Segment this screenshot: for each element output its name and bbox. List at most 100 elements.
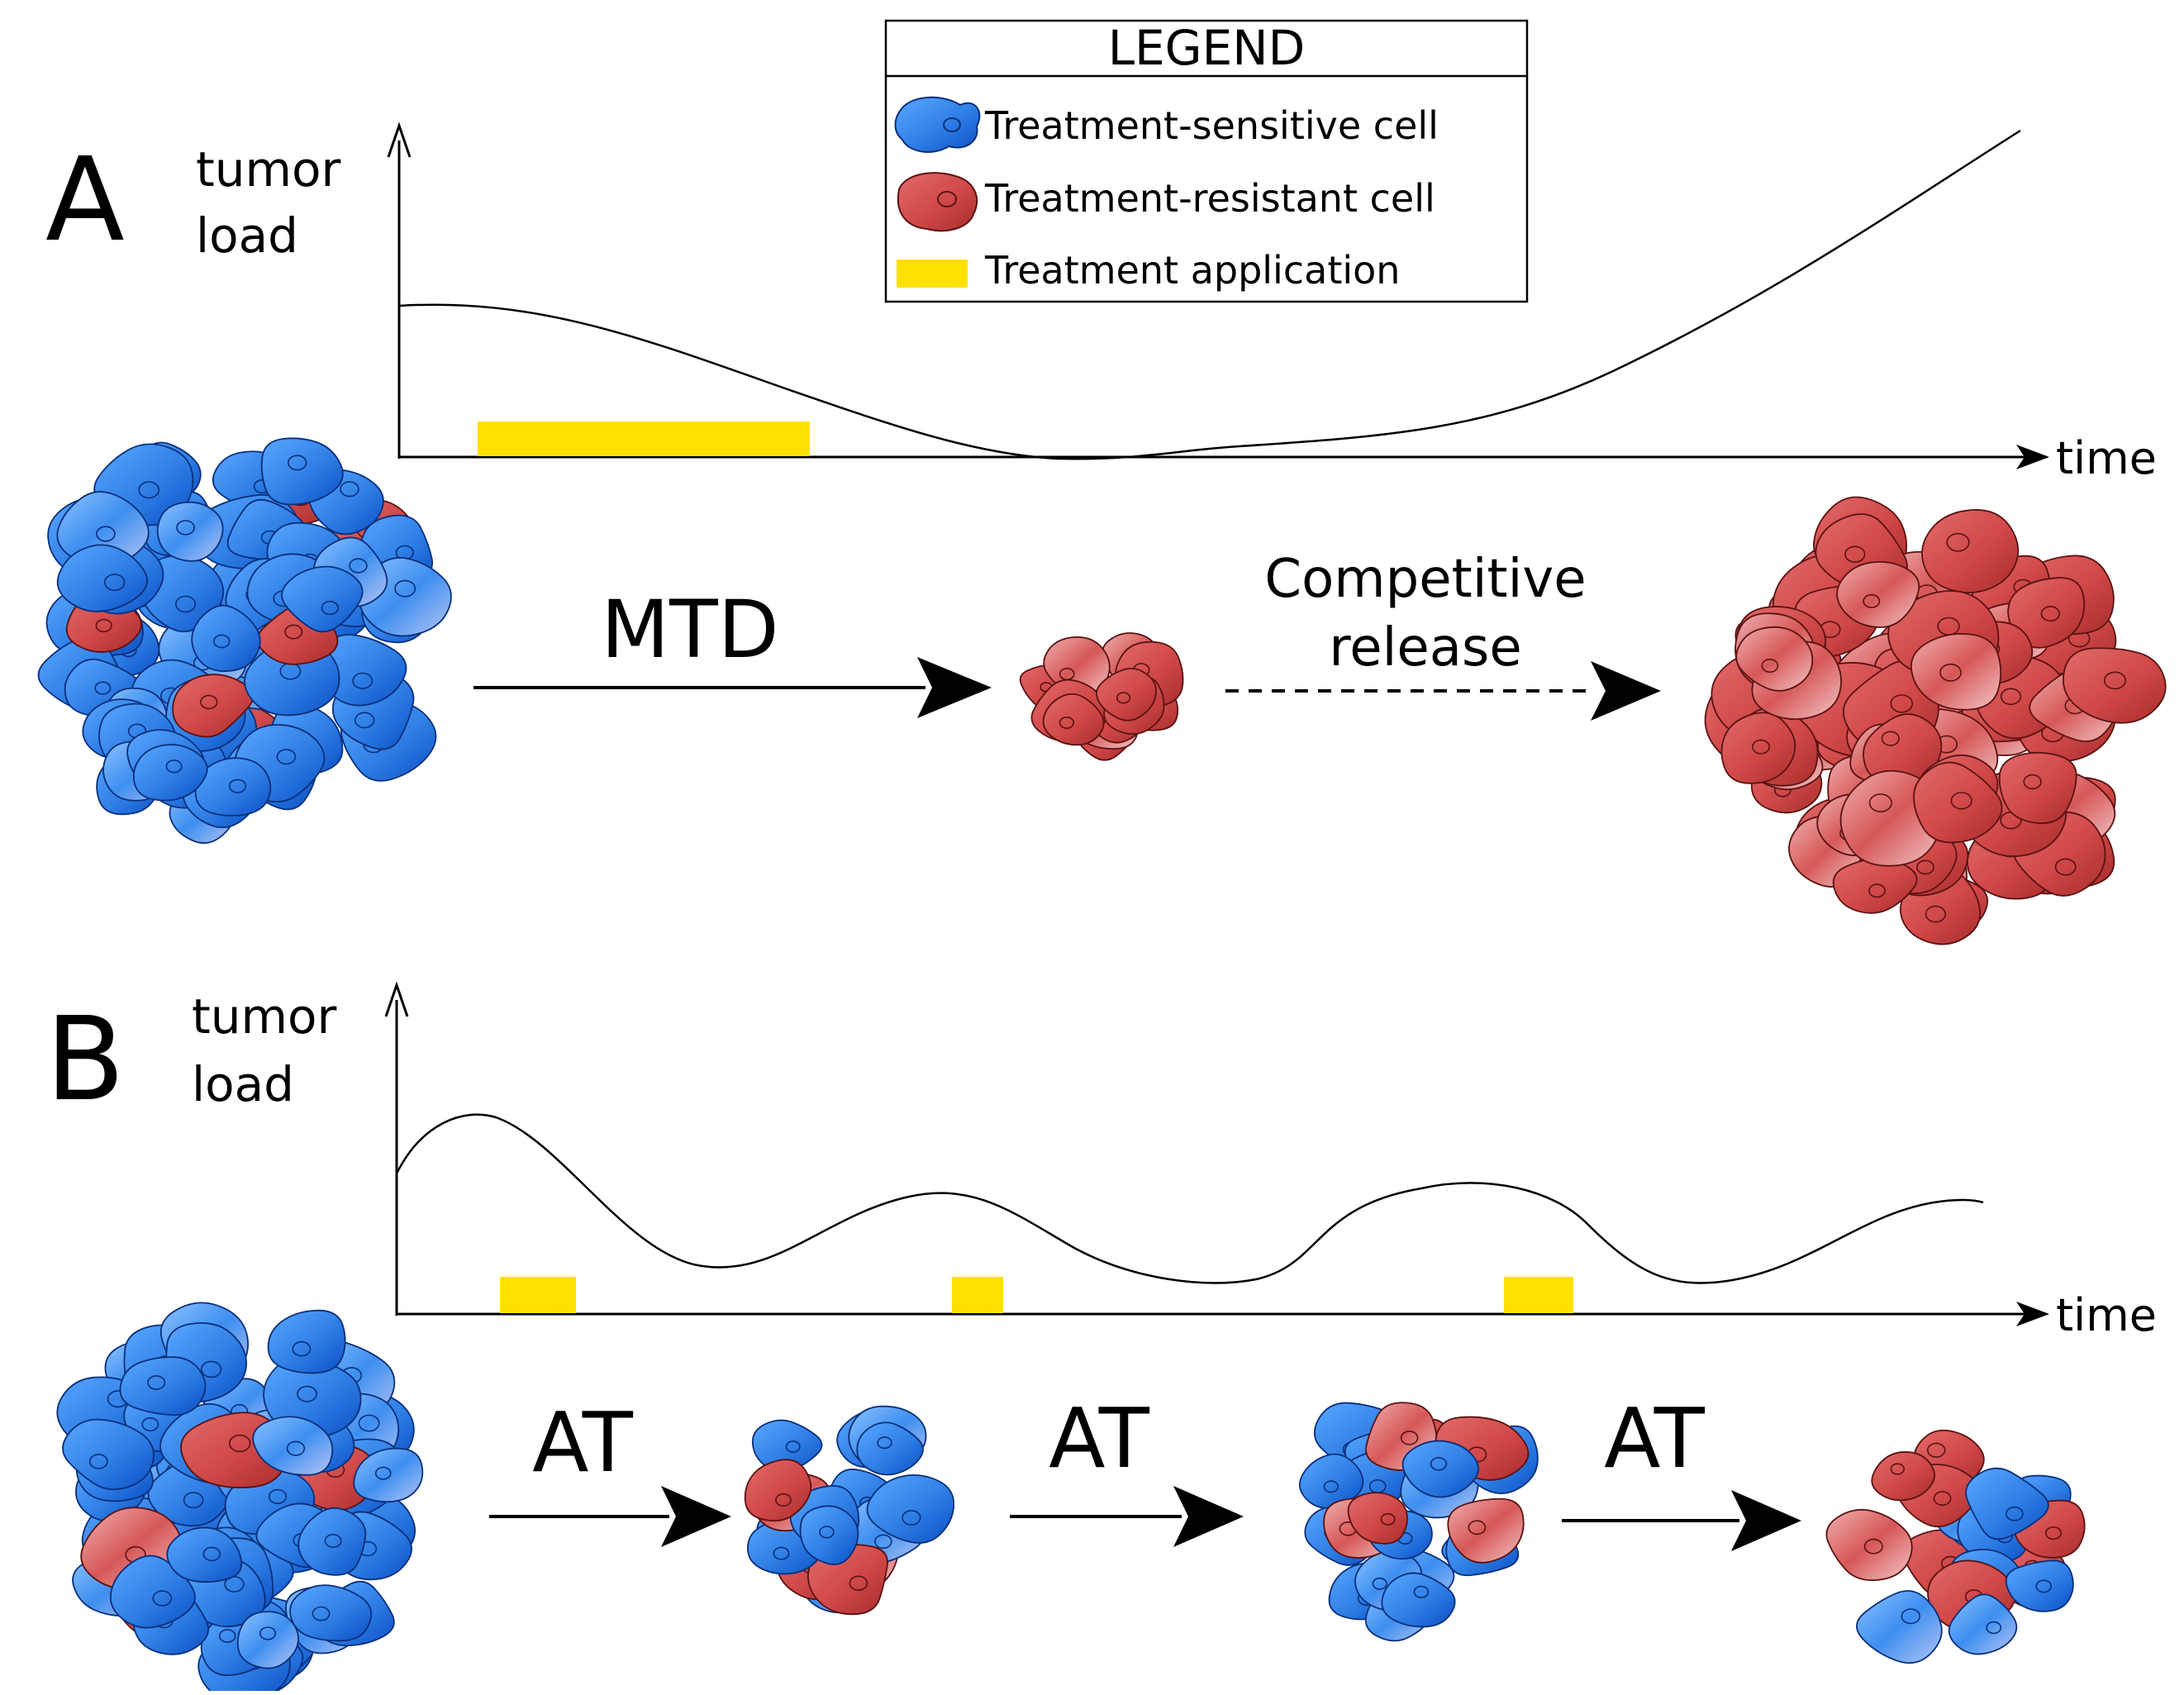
panel-a-tumor-load-curve [398, 129, 2021, 460]
cell-nucleus [352, 672, 374, 689]
resistant-cell [2007, 577, 2086, 649]
resistant-cell [1921, 509, 2020, 593]
legend-box [884, 19, 1529, 303]
cell-nucleus [259, 1626, 277, 1640]
cell-nucleus [96, 526, 116, 542]
panel-a-competitive-label-line2: release [1329, 617, 1521, 678]
cell-nucleus [1400, 1431, 1419, 1445]
sensitive-cell [1401, 1440, 1479, 1498]
cell-nucleus [229, 1434, 251, 1453]
sensitive-cell [353, 1447, 424, 1503]
sensitive-cell [1948, 1593, 2018, 1655]
resistant-cell [1913, 761, 2003, 844]
cell-nucleus [165, 759, 183, 774]
cell-nucleus [1868, 883, 1886, 898]
cell-nucleus [775, 1493, 792, 1507]
legend-item-treatment-label: Treatment application [984, 248, 1400, 293]
cell-nucleus [1986, 1621, 2002, 1635]
cell-nucleus [95, 618, 112, 633]
yellow-bar-icon [897, 259, 968, 288]
cell-nucleus [176, 520, 195, 536]
cell-nucleus [324, 1534, 342, 1549]
resistant-cell [1447, 1497, 1525, 1564]
resistant-cell [1096, 667, 1157, 721]
cell-nucleus [1116, 692, 1131, 704]
cell-nucleus [2045, 1526, 2063, 1540]
blue-cell-icon [894, 96, 981, 153]
panel-a-y-axis-arrow [387, 121, 412, 158]
cell-nucleus [2005, 1506, 2024, 1521]
cell-nucleus [2104, 671, 2127, 690]
resistant-cell [1825, 1508, 1913, 1581]
sensitive-cell [260, 437, 344, 506]
cell-nucleus [200, 1360, 222, 1378]
resistant-cell [1832, 857, 1918, 914]
cell-nucleus [819, 1526, 835, 1539]
panel-a-competitive-label-line1: Competitive [1264, 549, 1586, 610]
panel-a-treatment-bar [478, 421, 810, 456]
cell-nucleus [1761, 658, 1779, 673]
panel-b-axes [384, 981, 2049, 1326]
cell-nucleus [1863, 593, 1881, 608]
cell-nucleus [349, 558, 368, 574]
cell-nucleus [1927, 1442, 1946, 1458]
sensitive-cell [297, 1507, 367, 1576]
resistant-cell [1042, 693, 1105, 746]
cell-nucleus [849, 1575, 868, 1591]
cell-nucleus [152, 1590, 173, 1607]
panel-b-at-label-2: AT [1049, 1390, 1150, 1487]
sensitive-cell [156, 501, 224, 562]
sensitive-cell [281, 565, 364, 633]
cell-nucleus [1380, 1512, 1396, 1526]
sensitive-cell [1856, 1590, 1943, 1664]
sensitive-cell [1965, 1467, 2049, 1540]
panel-b-at-arrow-2 [1010, 1486, 1244, 1547]
legend-title: LEGEND [1108, 20, 1306, 76]
panel-b-letter: B [45, 993, 125, 1127]
panel-b-treatment-bar-1 [500, 1277, 576, 1313]
cell-nucleus [1950, 792, 1972, 810]
cell-nucleus [218, 1629, 236, 1643]
cell-nucleus [288, 455, 307, 471]
cell-nucleus [1468, 1520, 1487, 1535]
panel-b-at-arrow-3 [1562, 1490, 1801, 1551]
cell-nucleus [147, 1375, 166, 1390]
sensitive-cell [289, 1584, 373, 1642]
cell-nucleus [141, 1417, 159, 1432]
panel-a-y-label-line1: tumor [196, 141, 340, 198]
panel-b-y-label-line1: tumor [192, 988, 336, 1045]
sensitive-cell [252, 1416, 334, 1476]
cell-nucleus [1933, 1491, 1952, 1507]
cell-nucleus [2023, 774, 2042, 790]
panel-b-initial-tumor [56, 1302, 424, 1695]
cell-nucleus [1430, 1457, 1448, 1471]
cell-nucleus [1881, 731, 1900, 746]
cell-nucleus [2040, 606, 2061, 622]
panel-b-y-axis-arrow [384, 981, 409, 1017]
panel-a-mtd-label: MTD [601, 583, 778, 676]
cell-nucleus [284, 624, 303, 640]
cell-nucleus [200, 694, 218, 710]
resistant-cell [1347, 1492, 1408, 1545]
cell-nucleus [321, 600, 339, 616]
panel-b-at-label-3: AT [1604, 1390, 1706, 1487]
cell-nucleus [874, 1534, 892, 1550]
panel-b: B tumor load time AT AT [45, 981, 2157, 1695]
sensitive-cell [866, 1474, 955, 1544]
resistant-cell [172, 674, 254, 738]
cell-nucleus [2054, 858, 2077, 876]
cell-nucleus [175, 595, 197, 613]
panel-b-tumor-stage-3 [1298, 1402, 1539, 1642]
resistant-cell [1998, 751, 2077, 825]
cell-nucleus [785, 1440, 801, 1453]
cell-nucleus [213, 634, 231, 649]
cell-nucleus [138, 481, 160, 499]
panel-a: A tumor load time MTD Competitive releas… [37, 121, 2167, 945]
legend-item-sensitive-label: Treatment-sensitive cell [984, 103, 1439, 148]
cell-nucleus [1752, 739, 1771, 755]
cell-nucleus [340, 481, 359, 498]
cell-nucleus [877, 1436, 892, 1450]
panel-b-treatment-bar-3 [1504, 1277, 1573, 1313]
